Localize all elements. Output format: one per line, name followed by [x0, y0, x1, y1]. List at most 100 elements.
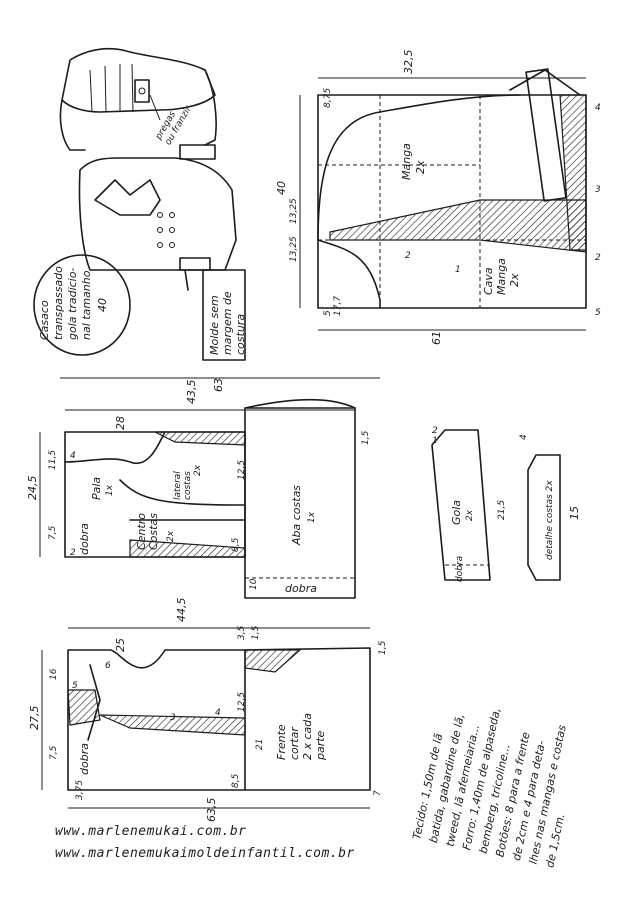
- gola-name: Gola: [450, 500, 463, 525]
- dim-1-5a: 1,5: [361, 430, 371, 445]
- footer-url-1: www.marlenemukai.com.br: [55, 824, 247, 839]
- dim-32-5: 32,5: [402, 50, 415, 75]
- title-bubble: [33, 254, 131, 356]
- marker-6: 6: [105, 661, 111, 671]
- dim-4: 4: [519, 434, 529, 440]
- cava-label: Cava Manga 2x: [482, 258, 521, 295]
- dim-7-5a: 7,5: [48, 525, 58, 540]
- frente-name2: cortar: [288, 726, 301, 760]
- fold-back: dobra: [78, 523, 91, 555]
- title-text: Casaco transpassado gola tradicio- nal t…: [38, 266, 109, 340]
- dim-8-75: 8,75: [323, 88, 333, 108]
- dim-25: 25: [114, 638, 127, 652]
- marker-4a: 4: [595, 103, 601, 113]
- sleeve-piece: [317, 68, 587, 309]
- dim-5: 5: [323, 310, 333, 316]
- title-line1: Casaco: [38, 300, 51, 340]
- dim-43-5: 43,5: [185, 380, 198, 405]
- fold-gola: dobra: [455, 556, 465, 582]
- dim-13-25a: 13,25: [289, 198, 299, 224]
- dim-3-75: 3,75: [75, 780, 85, 800]
- manga-qty: 2x: [414, 160, 427, 174]
- detalhe-name: detalhe costas 2x: [545, 480, 555, 560]
- cava-name1: Cava: [482, 267, 495, 295]
- dim-12-5: 12,5: [237, 460, 247, 480]
- frente-name4: parte: [314, 730, 327, 761]
- dim-15: 15: [568, 506, 581, 520]
- dim-13-25b: 13,25: [289, 236, 299, 262]
- gola-label: Gola 2x: [450, 500, 475, 525]
- back-detail-piece: [527, 454, 561, 581]
- lateral-label: lateral costas 2x: [173, 464, 203, 500]
- note-line3: costura: [234, 314, 247, 355]
- dim-44-5: 44,5: [175, 598, 188, 623]
- coat-sketch-front: [78, 144, 237, 291]
- pala-label: Pala 1x: [90, 477, 115, 500]
- dim-3-5: 3,5: [237, 625, 247, 640]
- dim-11-5: 11,5: [48, 450, 58, 470]
- back-pieces: [64, 398, 356, 599]
- title-size: 40: [96, 298, 109, 312]
- materials-text: Tecido: 1,50m de lã batida, gabardine de…: [410, 706, 569, 868]
- dim-7-5b: 7,5: [49, 745, 59, 760]
- lateral-name1: lateral: [173, 471, 183, 500]
- dim-21: 21: [255, 739, 265, 750]
- marker-5b: 5: [72, 681, 78, 691]
- note-text: Molde sem margem de costura: [208, 291, 247, 355]
- pala-name: Pala: [90, 477, 103, 500]
- gola-qty: 2x: [465, 509, 475, 521]
- aba-label: Aba costas 1x: [290, 485, 317, 546]
- centro-name1: Centro: [135, 513, 148, 550]
- centro-qty: 2x: [166, 530, 176, 542]
- marker-1b: 1: [432, 436, 438, 446]
- marker-2a: 2: [405, 251, 411, 261]
- title-line2: transpassado: [52, 266, 65, 340]
- dim-28: 28: [114, 416, 127, 430]
- marker-5a: 5: [595, 308, 601, 318]
- cava-name2: Manga: [495, 258, 508, 295]
- note-line2: margem de: [221, 291, 234, 355]
- marker-2b: 2: [595, 253, 601, 263]
- title-line3: gola tradicio-: [66, 268, 79, 340]
- dim-1-5b: 1,5: [378, 640, 388, 655]
- frente-name1: Frente: [275, 724, 288, 760]
- note-line1: Molde sem: [208, 295, 221, 355]
- note-box: [202, 269, 246, 361]
- marker-3a: 3: [595, 185, 601, 195]
- marker-3b: 3: [170, 713, 176, 723]
- centro-label: Centro Costas 2x: [135, 513, 176, 550]
- fold-aba: dobra: [285, 582, 317, 595]
- dim-10: 10: [249, 578, 259, 590]
- aba-qty: 1x: [307, 511, 317, 523]
- dim-17-7: 17,7: [333, 296, 343, 316]
- sleeve-label: Manga 2x: [400, 143, 427, 180]
- fold-front: dobra: [78, 743, 91, 775]
- dim-27-5: 27,5: [28, 706, 41, 731]
- dim-8-5b: 8,5: [231, 773, 241, 788]
- lateral-qty: 2x: [193, 464, 203, 476]
- marker-4c: 4: [215, 708, 221, 718]
- marker-4b: 4: [70, 451, 76, 461]
- cava-qty: 2x: [508, 273, 521, 287]
- dim-12-5b: 12,5: [237, 692, 247, 712]
- front-piece: [67, 647, 371, 791]
- dim-8-5a: 8,5: [231, 537, 241, 552]
- pala-qty: 1x: [105, 484, 115, 496]
- dim-21-5: 21,5: [497, 500, 507, 520]
- sketch-note: pregas ou franzir: [153, 104, 194, 147]
- dim-63: 63: [212, 378, 225, 392]
- dim-7: 7: [373, 790, 383, 796]
- dim-16: 16: [49, 668, 59, 680]
- coat-sketch-back: [59, 47, 217, 151]
- aba-name: Aba costas: [290, 485, 303, 546]
- lateral-name2: costas: [183, 471, 193, 500]
- marker-2c: 2: [70, 548, 76, 558]
- manga-name: Manga: [400, 143, 413, 180]
- dim-63-5: 63,5: [205, 798, 218, 823]
- dim-40: 40: [275, 181, 288, 195]
- title-line4: nal tamanho: [80, 270, 93, 340]
- dim-24-5: 24,5: [26, 476, 39, 501]
- footer-url-2: www.marlenemukaimoldeinfantil.com.br: [55, 846, 355, 861]
- marker-1a: 1: [455, 265, 461, 275]
